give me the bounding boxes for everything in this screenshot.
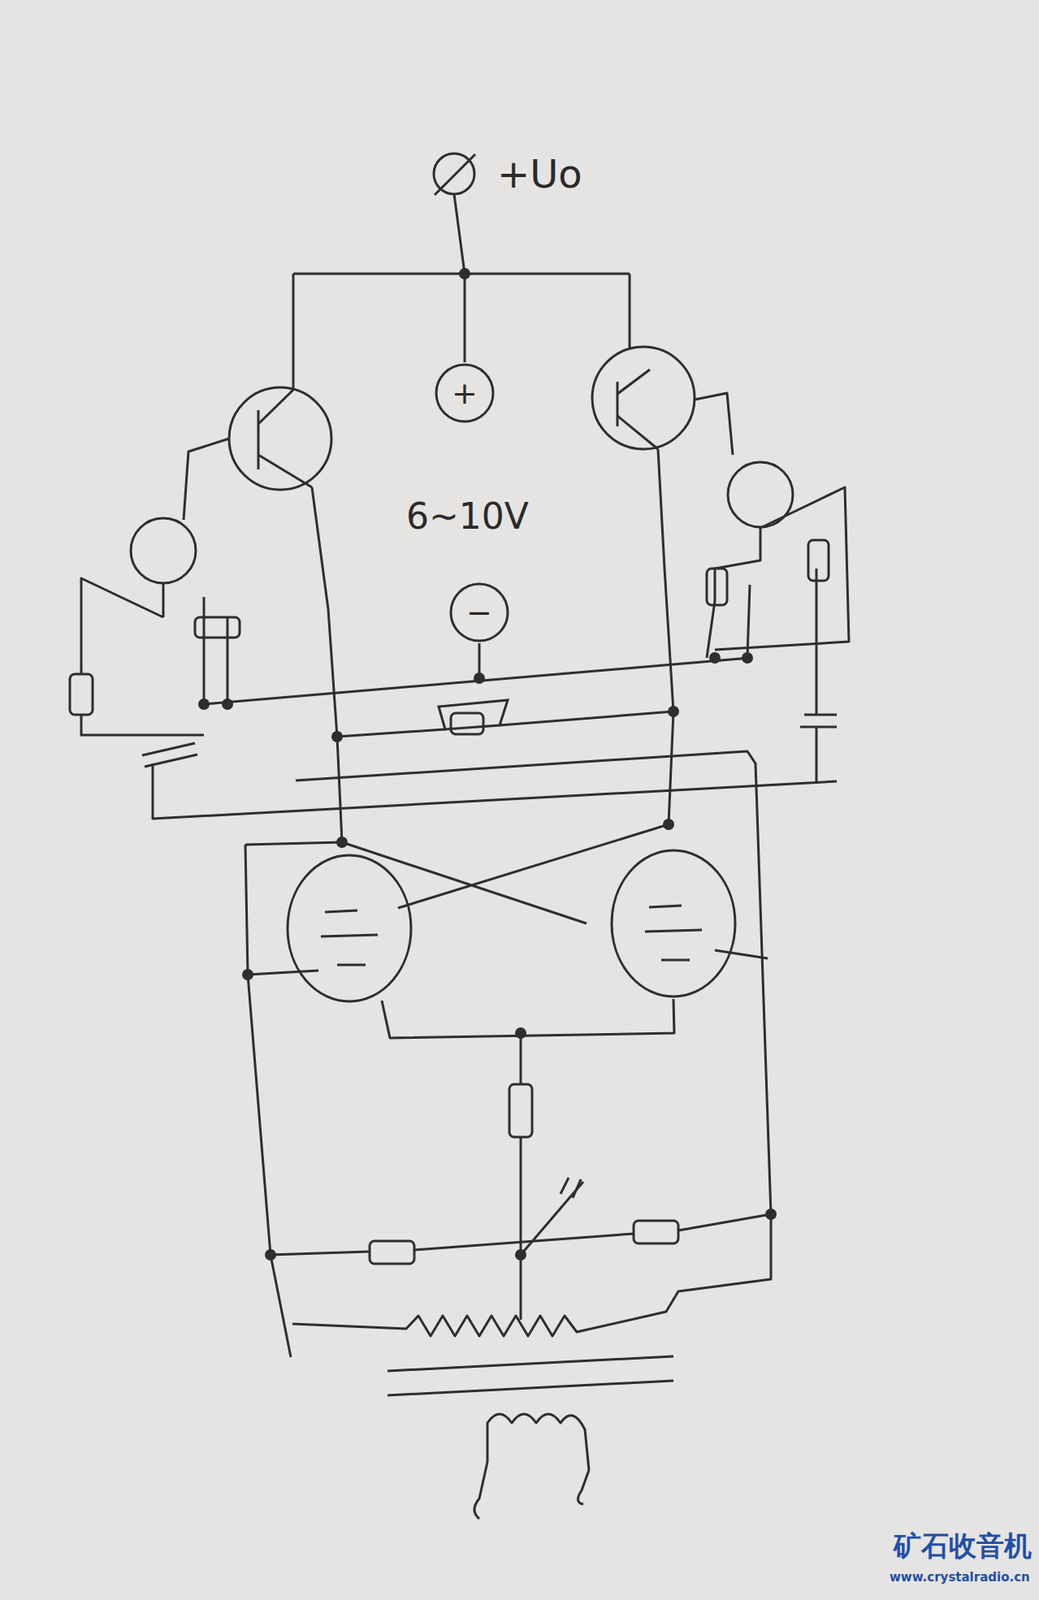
wire xyxy=(678,1214,771,1231)
speaker-symbol xyxy=(438,700,508,730)
wire xyxy=(387,1381,674,1396)
wire xyxy=(414,1233,634,1251)
wire xyxy=(183,438,230,520)
wire xyxy=(398,824,669,909)
resistor-symbol xyxy=(706,568,728,606)
wire xyxy=(560,1177,569,1195)
wire xyxy=(245,842,343,845)
wire xyxy=(245,844,291,1358)
wire xyxy=(152,763,837,819)
wire xyxy=(658,449,674,825)
wire xyxy=(714,487,849,650)
wire xyxy=(804,714,837,717)
junction-dot xyxy=(741,652,754,664)
wire xyxy=(258,454,312,488)
transistor-symbol xyxy=(433,153,475,195)
wire xyxy=(572,1179,581,1199)
wire xyxy=(295,751,771,1215)
junction-dot xyxy=(709,652,721,664)
watermark: 矿石收音机 xyxy=(893,1531,1032,1562)
wire xyxy=(381,999,675,1039)
resistor-symbol xyxy=(450,713,484,735)
transistor-symbol xyxy=(592,346,695,450)
wire xyxy=(474,1462,488,1520)
wire xyxy=(519,1137,523,1256)
resistor-symbol xyxy=(808,540,829,581)
resistor-symbol xyxy=(69,674,93,715)
junction-dot xyxy=(473,672,485,685)
circle-outline xyxy=(436,364,494,422)
wire xyxy=(162,583,165,618)
terminal-slash xyxy=(434,154,476,195)
resistor-symbol xyxy=(633,1220,679,1244)
junction-dot xyxy=(515,1027,527,1039)
wire xyxy=(519,1033,523,1085)
junction-dot xyxy=(198,698,210,710)
wire xyxy=(247,970,319,975)
wire xyxy=(800,726,837,729)
wire xyxy=(292,273,295,390)
wire xyxy=(694,393,733,455)
wire xyxy=(203,658,750,705)
wire xyxy=(387,1356,674,1372)
junction-dot xyxy=(331,731,343,743)
wire xyxy=(815,727,819,784)
junction-dot xyxy=(515,1249,527,1261)
junction-dot xyxy=(221,698,234,710)
transistor-symbol xyxy=(229,387,332,490)
wire xyxy=(747,584,750,659)
junction-dot xyxy=(662,818,675,831)
junction-dot xyxy=(264,1249,277,1261)
transistor-symbol xyxy=(727,462,793,528)
junction-dot xyxy=(765,1208,777,1221)
wire xyxy=(342,842,587,924)
junction-dot xyxy=(336,836,348,849)
wire xyxy=(226,617,230,705)
wire xyxy=(628,273,632,350)
tube-symbol xyxy=(287,855,412,1002)
wire xyxy=(577,1470,589,1505)
polarity-circle: − xyxy=(448,581,511,644)
wire xyxy=(142,743,195,756)
wire xyxy=(337,729,446,737)
wire xyxy=(519,1255,523,1321)
resistor-symbol xyxy=(509,1084,533,1138)
polarity-circle: + xyxy=(433,362,496,425)
wire xyxy=(499,711,674,726)
wire xyxy=(616,381,620,427)
polarity-sign: − xyxy=(466,597,493,628)
wire xyxy=(257,410,260,470)
wire xyxy=(714,950,768,959)
wire xyxy=(311,487,343,843)
junction-dot xyxy=(458,268,471,280)
wire xyxy=(463,273,467,363)
resistor-symbol xyxy=(194,617,240,638)
wire xyxy=(144,754,198,767)
watermark: www.crystalradio.cn xyxy=(889,1571,1031,1585)
wire xyxy=(81,714,204,736)
junction-dot xyxy=(242,969,254,981)
tube-electrode xyxy=(645,905,702,961)
wire xyxy=(203,597,206,705)
wire xyxy=(714,528,761,602)
polarity-sign: + xyxy=(451,377,478,409)
junction-dot xyxy=(667,705,680,718)
terminal-label: +Uo xyxy=(497,152,583,196)
tube-symbol xyxy=(611,850,736,997)
wire xyxy=(815,568,819,715)
wire xyxy=(81,578,164,675)
tube-electrode xyxy=(320,910,378,966)
resistor-symbol xyxy=(369,1241,415,1265)
wire xyxy=(487,1414,589,1471)
wire xyxy=(270,1251,370,1256)
wire xyxy=(292,1214,771,1337)
wire xyxy=(706,601,715,659)
wire xyxy=(617,369,650,394)
transistor-symbol xyxy=(130,518,196,584)
voltage-label: 6~10V xyxy=(406,497,529,537)
circle-outline xyxy=(450,584,508,641)
wire xyxy=(258,389,294,425)
wire xyxy=(454,194,465,274)
